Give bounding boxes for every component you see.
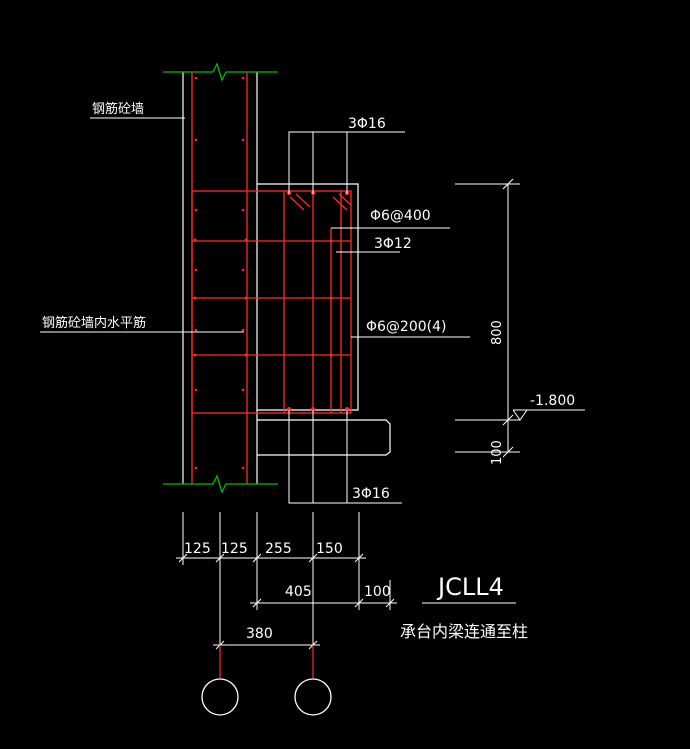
pile-cap-outline bbox=[257, 419, 391, 456]
label-height-800: 800 bbox=[490, 320, 505, 345]
wall-rebar-dots bbox=[194, 76, 245, 470]
dim-125-b: 125 bbox=[221, 541, 248, 557]
leader-lines bbox=[40, 117, 470, 504]
horizontal-dimensions bbox=[176, 512, 397, 660]
beam-rebar-dots bbox=[193, 191, 349, 411]
title-description: 承台内梁连通至柱 bbox=[400, 622, 528, 641]
dim-150: 150 bbox=[316, 541, 343, 557]
title-code: JCLL4 bbox=[436, 573, 504, 601]
pile-axes bbox=[219, 645, 314, 678]
label-stirrup-side: Φ6@400 bbox=[370, 208, 431, 224]
break-line-top bbox=[163, 62, 278, 82]
dim-380: 380 bbox=[246, 626, 273, 642]
label-elevation: -1.800 bbox=[530, 393, 575, 409]
label-stirrup-main: Φ6@200(4) bbox=[366, 319, 446, 335]
beam-outline bbox=[257, 183, 359, 411]
wall-vertical-rebars bbox=[191, 72, 248, 484]
label-height-100: 100 bbox=[490, 440, 505, 465]
label-wall: 钢筋砼墙 bbox=[92, 101, 144, 117]
vertical-dimension bbox=[455, 178, 585, 458]
label-side-bars: 3Φ12 bbox=[374, 236, 412, 252]
dim-100: 100 bbox=[364, 584, 391, 600]
beam-rebar-cage bbox=[191, 190, 352, 414]
break-line-bottom bbox=[163, 474, 278, 494]
pile-circles bbox=[201, 678, 332, 716]
wall-outline bbox=[182, 72, 258, 484]
dim-255: 255 bbox=[265, 541, 292, 557]
label-bottom-bars: 3Φ16 bbox=[352, 486, 390, 502]
pile-2 bbox=[294, 678, 332, 716]
label-top-bars: 3Φ16 bbox=[348, 116, 386, 132]
dim-125-a: 125 bbox=[184, 541, 211, 557]
label-wall-horizontal-bar: 钢筋砼墙内水平筋 bbox=[42, 315, 146, 331]
pile-1 bbox=[201, 678, 239, 716]
dim-405: 405 bbox=[285, 584, 312, 600]
